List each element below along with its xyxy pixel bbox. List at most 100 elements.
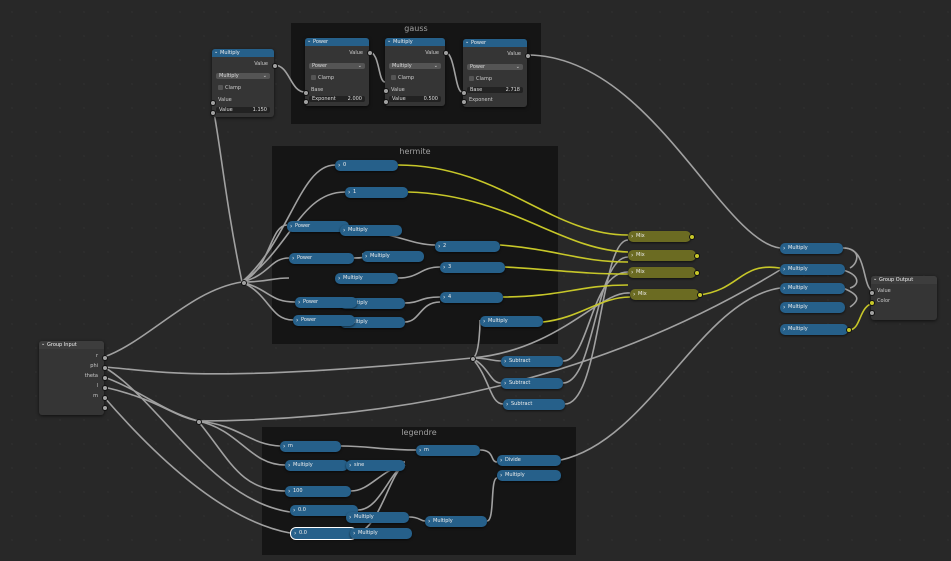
subtract-node[interactable]: Subtract [503, 399, 565, 410]
legendre-node-multiply[interactable]: Multiply [350, 528, 412, 539]
subtract-node[interactable]: Subtract [501, 356, 563, 367]
socket[interactable] [367, 50, 373, 56]
input-label: Value [218, 97, 232, 103]
link [564, 239, 629, 405]
node-header[interactable]: Power [305, 38, 369, 46]
clamp-checkbox[interactable]: Clamp [218, 85, 241, 91]
multiply-node[interactable]: Multiply Value Multiply⌄ Clamp Value Val… [212, 49, 274, 117]
socket[interactable] [869, 300, 875, 306]
hermite-node-multiply[interactable]: Multiply [335, 273, 398, 284]
mix-node[interactable]: Mix [628, 267, 696, 278]
socket[interactable] [102, 365, 108, 371]
input-label: Base [311, 87, 324, 93]
socket[interactable] [102, 385, 108, 391]
group-input-node[interactable]: Group Input r phi theta l m [39, 341, 104, 415]
socket[interactable] [303, 99, 309, 105]
mix-node[interactable]: Mix [630, 289, 699, 300]
clamp-checkbox[interactable]: Clamp [311, 75, 334, 81]
socket[interactable] [694, 270, 700, 276]
hermite-node-power[interactable]: Power [295, 297, 357, 308]
subtract-node[interactable]: Subtract [501, 378, 563, 389]
multiply-node[interactable]: Multiply Value Multiply⌄ Clamp Value Val… [385, 38, 445, 106]
socket[interactable] [383, 88, 389, 94]
socket[interactable] [869, 310, 875, 316]
legendre-node-divide[interactable]: Divide [497, 455, 561, 466]
right-multiply-node[interactable]: Multiply [780, 324, 848, 335]
hermite-node-power[interactable]: Power [289, 253, 354, 264]
socket[interactable] [303, 90, 309, 96]
clamp-checkbox[interactable]: Clamp [469, 76, 492, 82]
legendre-node-multiply[interactable]: Multiply [346, 512, 409, 523]
socket[interactable] [383, 99, 389, 105]
legendre-node-100[interactable]: 100 [285, 486, 351, 497]
right-multiply-node[interactable]: Multiply [780, 264, 845, 275]
socket[interactable] [461, 90, 467, 96]
socket[interactable] [443, 50, 449, 56]
node-header[interactable]: Group Input [39, 341, 104, 349]
hermite-node-0[interactable]: 0 [335, 160, 398, 171]
socket[interactable] [697, 292, 703, 298]
legendre-node-m[interactable]: m [280, 441, 341, 452]
operation-dropdown[interactable]: Power⌄ [467, 64, 523, 70]
link [471, 357, 504, 405]
socket[interactable] [470, 356, 476, 362]
node-header[interactable]: Multiply [212, 49, 274, 57]
socket[interactable] [102, 355, 108, 361]
link [526, 54, 781, 249]
operation-dropdown[interactable]: Multiply⌄ [389, 63, 441, 69]
legendre-node-multiply[interactable]: Multiply [425, 516, 487, 527]
output-label: Value [425, 50, 439, 56]
socket[interactable] [102, 375, 108, 381]
input-label: Value [391, 87, 405, 93]
operation-dropdown[interactable]: Multiply⌄ [216, 73, 270, 79]
socket[interactable] [846, 327, 852, 333]
hermite-node-3[interactable]: 3 [440, 262, 505, 273]
operation-dropdown[interactable]: Power⌄ [309, 63, 365, 69]
clamp-checkbox[interactable]: Clamp [391, 75, 414, 81]
hermite-node-1[interactable]: 1 [345, 187, 408, 198]
mix-node[interactable]: Mix [628, 250, 696, 261]
hermite-node-power[interactable]: Power [293, 315, 355, 326]
socket[interactable] [210, 110, 216, 116]
legendre-node-0-0-selected[interactable]: 0.0 [290, 527, 357, 540]
socket[interactable] [694, 253, 700, 259]
legendre-node-multiply[interactable]: Multiply [497, 470, 561, 481]
socket[interactable] [102, 395, 108, 401]
hermite-node-multiply[interactable]: Multiply [340, 225, 402, 236]
right-multiply-node[interactable]: Multiply [780, 283, 845, 294]
hermite-node-4[interactable]: 4 [440, 292, 503, 303]
socket[interactable] [525, 53, 531, 59]
hermite-node-multiply[interactable]: Multiply [362, 251, 424, 262]
node-header[interactable]: Group Output [871, 276, 937, 284]
socket[interactable] [272, 63, 278, 69]
hermite-node-add[interactable]: Multiply [480, 316, 543, 327]
output-theta: theta [84, 373, 98, 379]
socket[interactable] [869, 290, 875, 296]
group-output-node[interactable]: Group Output Value Color [871, 276, 937, 320]
right-multiply-node[interactable]: Multiply [780, 243, 843, 254]
legendre-node-sine[interactable]: sine [346, 460, 405, 471]
legendre-node-m[interactable]: m [416, 445, 480, 456]
output-label: Value [254, 61, 268, 67]
hermite-node-2[interactable]: 2 [435, 241, 500, 252]
socket[interactable] [210, 100, 216, 106]
node-header[interactable]: Multiply [385, 38, 445, 46]
socket[interactable] [461, 99, 467, 105]
mix-node[interactable]: Mix [628, 231, 691, 242]
legendre-node-0-0[interactable]: 0.0 [290, 505, 358, 516]
legendre-node-multiply[interactable]: Multiply [285, 460, 348, 471]
socket[interactable] [102, 405, 108, 411]
right-multiply-node[interactable]: Multiply [780, 302, 845, 313]
socket[interactable] [241, 280, 247, 286]
node-header[interactable]: Power [463, 39, 527, 47]
socket[interactable] [689, 234, 695, 240]
power-node[interactable]: Power Value Power⌄ Clamp Base Exponent2.… [305, 38, 369, 106]
socket[interactable] [196, 419, 202, 425]
link [103, 376, 199, 422]
